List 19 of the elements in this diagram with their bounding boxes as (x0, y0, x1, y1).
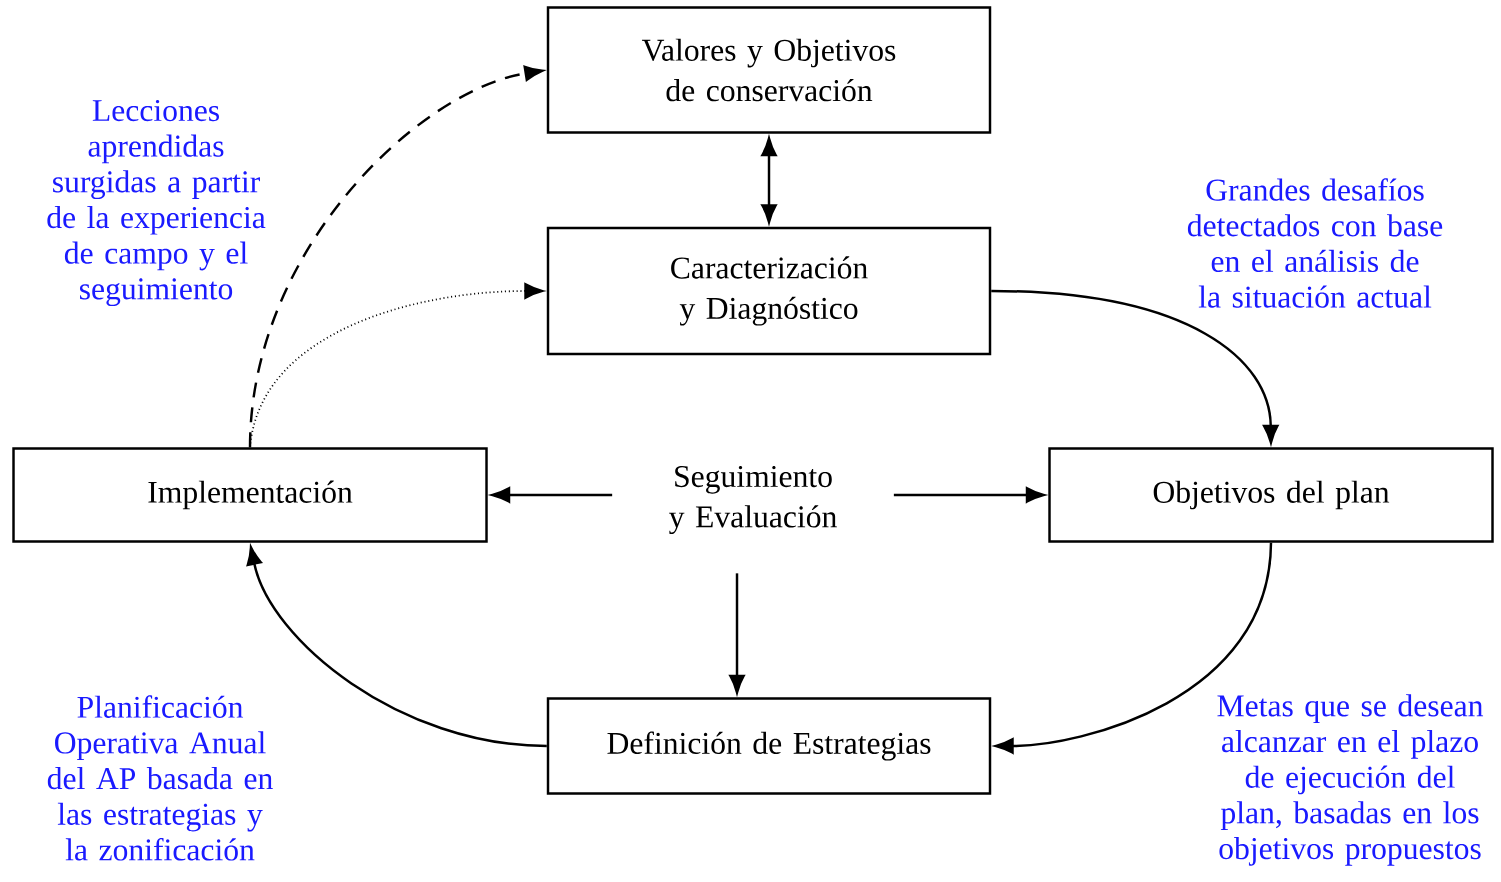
edge-label: Metas que se desean alcanzar en el plazo de ejecución del plan, basadas en los objetivos propuestos (1217, 694, 1484, 866)
edge-label: Lecciones aprendidas surgidas a partir de la experiencia de campo y el seguimiento (47, 99, 266, 307)
process-box: Objetivos del plan (1048, 447, 1494, 543)
process-box: Implementación (12, 447, 488, 543)
process-box: Valores y Objetivos de conservación (546, 6, 992, 134)
arrow (893, 487, 1045, 503)
edge-label: Grandes desafíos detectados con base en el análisis de la situación actual (1187, 178, 1443, 308)
arrow (248, 65, 544, 448)
edge-label: Planificación Operativa Anual del AP basada en las estrategias y la zonificación (47, 695, 273, 861)
arrow (991, 289, 1279, 444)
arrow (246, 546, 547, 748)
arrow (491, 487, 613, 503)
arrow (994, 542, 1273, 754)
process-box: Caracterización y Diagnóstico (546, 226, 992, 356)
stage-text: Seguimiento y Evaluación (669, 465, 837, 535)
arrow (729, 573, 745, 694)
arrow (249, 282, 545, 449)
arrow (761, 137, 777, 224)
process-box: Definición de Estrategias (546, 697, 992, 795)
